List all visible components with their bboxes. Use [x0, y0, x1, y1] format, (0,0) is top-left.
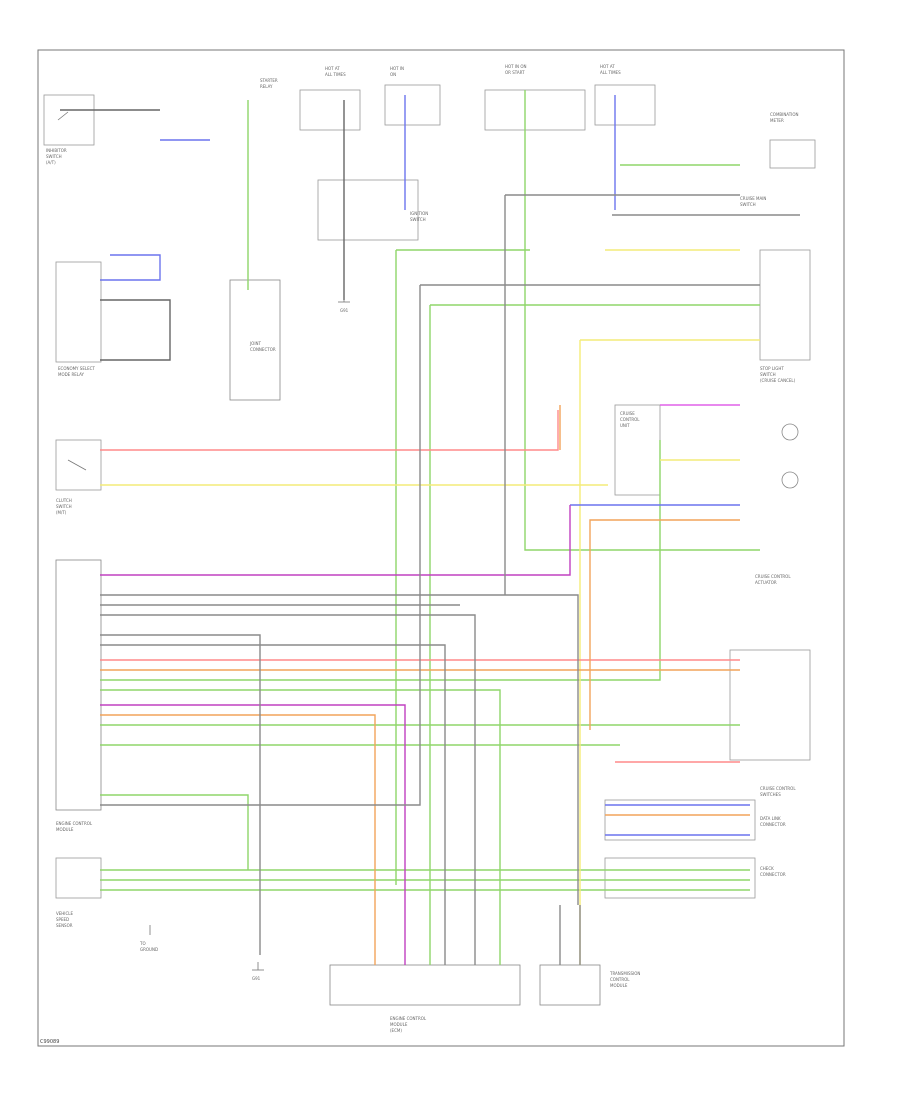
transmission-control-module: TRANSMISSION CONTROL MODULE	[539, 964, 640, 1006]
svg-text:ECONOMY SELECT: ECONOMY SELECT	[58, 366, 95, 371]
svg-text:ALL TIMES: ALL TIMES	[600, 70, 621, 75]
svg-text:(CRUISE CANCEL): (CRUISE CANCEL)	[760, 378, 796, 383]
wire-gray-1	[100, 594, 579, 905]
wire-gray-8	[100, 285, 421, 806]
svg-text:TRANSMISSION: TRANSMISSION	[609, 971, 640, 976]
figure-code: C99089	[40, 1039, 59, 1045]
svg-text:STARTER: STARTER	[260, 78, 278, 83]
combination-meter: COMBINATION METER	[769, 112, 816, 169]
svg-text:MODULE: MODULE	[390, 1022, 408, 1027]
data-link-connector-1: DATA LINK CONNECTOR	[604, 799, 786, 841]
svg-text:CHECK: CHECK	[760, 866, 774, 871]
data-link-connector-2: CHECK CONNECTOR	[604, 857, 786, 899]
svg-text:HOT AT: HOT AT	[325, 66, 340, 71]
hot-in-on-fuse: HOT IN ON	[384, 66, 441, 126]
wire-green-7	[524, 90, 760, 551]
svg-text:G91: G91	[340, 308, 349, 313]
wire-pink-1	[100, 410, 559, 451]
stop-light-switch: STOP LIGHT SWITCH (CRUISE CANCEL)	[759, 249, 811, 383]
ground-g3: G91	[252, 962, 264, 981]
clutch-switch: CLUTCH SWITCH (M/T)	[55, 439, 102, 515]
wire-purple-2	[100, 704, 406, 965]
wire-gray-2	[100, 614, 476, 965]
svg-text:CONTROL: CONTROL	[610, 977, 630, 982]
engine-control-module: ENGINE CONTROL MODULE	[55, 559, 102, 832]
wire-green-14	[100, 689, 501, 965]
hot-at-all-times-fuse-2: HOT AT ALL TIMES	[594, 64, 656, 126]
svg-text:SWITCH: SWITCH	[410, 217, 426, 222]
svg-text:SWITCH: SWITCH	[46, 154, 62, 159]
svg-text:CRUISE: CRUISE	[620, 411, 635, 416]
svg-text:SWITCH: SWITCH	[760, 372, 776, 377]
svg-text:TO: TO	[139, 941, 146, 946]
inhibitor-switch: INHIBITOR SWITCH (A/T)	[43, 94, 95, 165]
ignition-switch: IGNITION SWITCH	[317, 179, 428, 241]
wire-gray-4	[100, 644, 446, 965]
svg-text:SENSOR: SENSOR	[56, 923, 73, 928]
hot-at-all-times-fuse-1: HOT AT ALL TIMES	[325, 66, 346, 77]
wire-purple-1	[100, 505, 571, 576]
ground-g2: TO GROUND	[139, 925, 158, 952]
svg-text:ON: ON	[390, 72, 396, 77]
svg-text:ENGINE CONTROL: ENGINE CONTROL	[56, 821, 93, 826]
svg-text:INHIBITOR: INHIBITOR	[46, 148, 67, 153]
svg-text:CRUISE MAIN: CRUISE MAIN	[740, 196, 766, 201]
diagram-frame	[37, 49, 845, 1047]
svg-text:CRUISE CONTROL: CRUISE CONTROL	[755, 574, 791, 579]
svg-text:CONNECTOR: CONNECTOR	[760, 872, 786, 877]
joint-connector: JOINT CONNECTOR	[229, 279, 281, 401]
svg-text:JOINT: JOINT	[249, 341, 262, 346]
cruise-lamp	[781, 423, 799, 489]
wire-green-15	[100, 440, 661, 681]
svg-text:HOT IN: HOT IN	[390, 66, 404, 71]
svg-text:SWITCH: SWITCH	[56, 504, 72, 509]
wire-orange-3	[100, 714, 376, 965]
svg-text:HOT AT: HOT AT	[600, 64, 615, 69]
svg-text:ALL TIMES: ALL TIMES	[325, 72, 346, 77]
svg-text:CRUISE CONTROL: CRUISE CONTROL	[760, 786, 796, 791]
hot-in-on-or-start-fuse: HOT IN ON OR START	[484, 64, 586, 131]
svg-text:OR START: OR START	[505, 70, 525, 75]
svg-text:G91: G91	[252, 976, 261, 981]
svg-text:CLUTCH: CLUTCH	[56, 498, 72, 503]
auto-cruise-relay: ECONOMY SELECT MODE RELAY	[55, 261, 102, 377]
svg-text:RELAY: RELAY	[260, 84, 273, 89]
svg-text:GROUND: GROUND	[140, 947, 158, 952]
svg-text:ACTUATOR: ACTUATOR	[755, 580, 777, 585]
cruise-control-actuator: CRUISE CONTROL ACTUATOR	[755, 574, 791, 585]
wire-dark-3	[100, 299, 171, 361]
svg-text:(M/T): (M/T)	[56, 510, 67, 515]
svg-text:METER: METER	[770, 118, 784, 123]
wire-gray-3	[100, 634, 261, 955]
wire-blue-1	[100, 254, 161, 281]
svg-text:CONTROL: CONTROL	[620, 417, 640, 422]
svg-text:SWITCHES: SWITCHES	[760, 792, 781, 797]
svg-text:COMBINATION: COMBINATION	[770, 112, 799, 117]
svg-text:DATA LINK: DATA LINK	[760, 816, 781, 821]
wire-green-13	[100, 794, 249, 870]
svg-text:CONNECTOR: CONNECTOR	[250, 347, 276, 352]
cruise-control-switch: CRUISE MAIN SWITCH	[740, 196, 766, 207]
wire-orange-4	[589, 519, 740, 730]
svg-text:MODULE: MODULE	[56, 827, 74, 832]
cruise-control-unit: CRUISE CONTROL UNIT	[614, 404, 661, 496]
svg-text:IGNITION: IGNITION	[410, 211, 428, 216]
starter-relay: STARTER RELAY	[260, 78, 361, 131]
svg-text:ENGINE CONTROL: ENGINE CONTROL	[390, 1016, 427, 1021]
svg-text:HOT IN ON: HOT IN ON	[505, 64, 526, 69]
cruise-control-switches: CRUISE CONTROL SWITCHES	[729, 649, 811, 797]
svg-text:(A/T): (A/T)	[46, 160, 56, 165]
svg-text:(ECM): (ECM)	[390, 1028, 402, 1033]
vehicle-speed-sensor: VEHICLE SPEED SENSOR	[55, 857, 102, 928]
svg-text:UNIT: UNIT	[620, 423, 630, 428]
svg-text:CONNECTOR: CONNECTOR	[760, 822, 786, 827]
svg-text:VEHICLE: VEHICLE	[56, 911, 73, 916]
svg-text:MODE RELAY: MODE RELAY	[58, 372, 85, 377]
engine-control-module-bottom: ENGINE CONTROL MODULE (ECM)	[329, 964, 521, 1033]
svg-text:SPEED: SPEED	[56, 917, 69, 922]
svg-text:MODULE: MODULE	[610, 983, 628, 988]
svg-text:STOP LIGHT: STOP LIGHT	[760, 366, 784, 371]
svg-text:SWITCH: SWITCH	[740, 202, 756, 207]
